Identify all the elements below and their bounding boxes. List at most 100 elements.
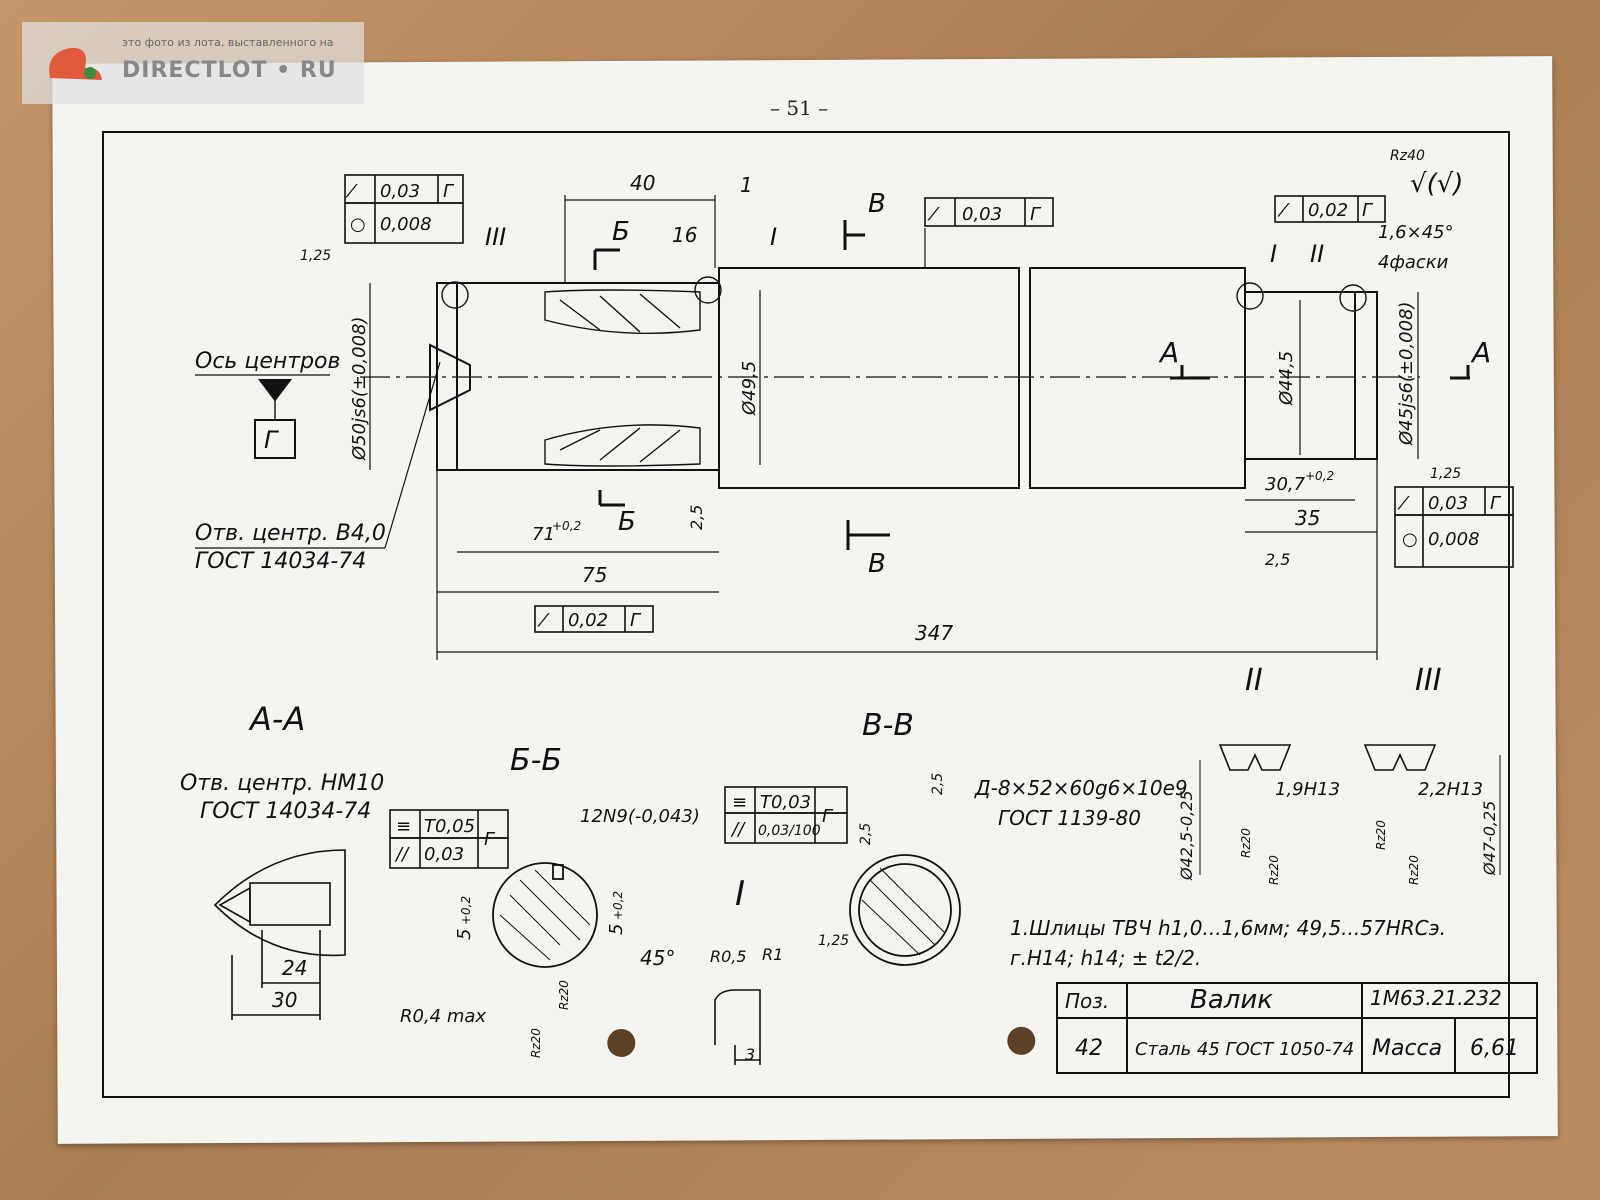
keyway-section: [544, 289, 701, 467]
frame-r-datum1: Г: [1490, 493, 1502, 514]
dim-5-a-tol: +0,2: [459, 896, 473, 925]
center-hole-label: Отв. центр. В4,0: [195, 521, 386, 546]
frame-tl-val1: 0,03: [380, 181, 420, 202]
section-bb-title: Б-Б: [510, 743, 562, 778]
title-material: Сталь 45 ГОСТ 1050-74: [1135, 1039, 1354, 1060]
rz20-b: Rz20: [529, 1028, 543, 1058]
keyway-label: 12N9(-0,043): [580, 806, 700, 827]
rz20-f: Rz20: [1407, 855, 1421, 885]
radius-1: R1: [762, 945, 783, 964]
frame-tr-datum: Г: [1362, 200, 1374, 221]
frame-r-val2: 0,008: [1428, 529, 1480, 550]
frame-tl-sym2: ○: [350, 214, 366, 235]
axis-label: Ось центров: [195, 349, 340, 374]
section-bb-drawing: [492, 862, 598, 968]
frame-r-sym2: ○: [1402, 529, 1418, 550]
diameter-45: Ø45js6(±0,008): [1396, 301, 1417, 446]
datum-letter: Г: [264, 426, 279, 454]
frame-bm-datum: Г: [630, 610, 642, 631]
diameter-495: Ø49,5: [739, 361, 760, 416]
spline-standard: ГОСТ 1139-80: [998, 806, 1141, 830]
chamfer-label: 1,6×45°: [1378, 222, 1454, 243]
frame-tr-val: 0,02: [1308, 200, 1348, 221]
frame-vv-val2: 0,03/100: [758, 823, 821, 839]
frame-r-val1: 0,03: [1428, 493, 1468, 514]
watermark-note: это фото из лота, выставленного на: [122, 36, 334, 49]
dim-125: 1,25: [300, 248, 331, 264]
frame-bb-sym2: //: [394, 844, 410, 865]
dim-5-a: 5: [454, 929, 475, 940]
tolerance-frames: [344, 174, 1514, 869]
cut-label-b-top: Б: [612, 217, 630, 247]
datum-box: [254, 419, 296, 459]
center-hole: [429, 343, 471, 412]
frame-bb-datum: Г: [484, 829, 496, 850]
dim-1: 1: [740, 173, 753, 197]
cut-label-a-right: А: [1470, 336, 1491, 369]
rz20-c: Rz20: [1239, 828, 1253, 858]
chamfer-count: 4фаски: [1378, 252, 1449, 273]
section-vv-drawing: [849, 854, 961, 966]
dimension-lines: [369, 195, 1419, 660]
detail-mark-ii: II: [1310, 240, 1324, 268]
section-aa-hole: Отв. центр. НМ10: [180, 771, 384, 796]
rz20-a: Rz20: [557, 980, 571, 1010]
cut-label-v-top: В: [868, 189, 886, 219]
dim-125-c: 1,25: [818, 933, 849, 949]
dim-3: 3: [745, 1045, 755, 1064]
dim-125-b: 1,25: [1430, 466, 1461, 482]
squirrel-logo-icon: [49, 47, 102, 80]
frame-bm-val: 0,02: [568, 610, 608, 631]
frame-tl-sym1: ⁄: [345, 181, 358, 202]
diameter-445: Ø44,5: [1276, 351, 1297, 406]
radius-05: R0,5: [710, 947, 747, 966]
dim-347: 347: [915, 621, 953, 645]
watermark-brand: DIRECTLOT • RU: [122, 58, 337, 83]
detail-mark-iii: III: [485, 223, 506, 251]
frame-r-sym1: ⁄: [1397, 493, 1410, 514]
roughness-symbol: √(√): [1410, 169, 1463, 199]
detail-i-drawing: [714, 989, 761, 1065]
diameter-425: Ø42,5-0,25: [1177, 790, 1196, 881]
dim-24: 24: [282, 956, 307, 980]
watermark-banner: это фото из лота, выставленного на DIREC…: [22, 22, 364, 104]
dim-307: 30,7: [1265, 474, 1306, 495]
dim-25-b: 2,5: [1265, 550, 1290, 569]
diameter-47: Ø47-0,25: [1480, 801, 1499, 876]
spline-label: Д-8×52×60g6×10e9: [974, 776, 1188, 800]
frame-vv-datum: Г: [822, 806, 834, 827]
groove-22: 2,2H13: [1418, 779, 1483, 800]
dim-35: 35: [1295, 506, 1320, 530]
frame-bb-val2: 0,03: [424, 844, 464, 865]
dim-16: 16: [672, 223, 697, 247]
note-line-1: 1.Шлицы ТВЧ h1,0...1,6мм; 49,5...57HRCэ.: [1010, 916, 1446, 940]
cut-label-v-bottom: В: [868, 549, 886, 579]
section-vv-title: В-В: [862, 708, 914, 743]
detail-ii-title: II: [1245, 663, 1263, 698]
frame-tm-datum: Г: [1030, 204, 1042, 225]
dim-71: 71: [532, 524, 555, 545]
shaft-outline: [360, 267, 1420, 489]
drawing-frame: [102, 131, 1510, 1098]
title-pos: 42: [1075, 1036, 1103, 1061]
detail-mark-i-left: I: [770, 223, 777, 251]
frame-tm-val: 0,03: [962, 204, 1002, 225]
frame-bb-val1: T0,05: [424, 816, 475, 837]
frame-bm-sym: ⁄: [537, 610, 550, 631]
cut-label-b-bottom: Б: [618, 507, 636, 537]
section-aa-drawing: [213, 849, 346, 1020]
frame-vv-val1: T0,03: [760, 792, 811, 813]
frame-tm-sym: ⁄: [927, 204, 940, 225]
cut-marks: [593, 220, 1470, 550]
title-name: Валик: [1190, 985, 1273, 1015]
dim-25-c: 2,5: [930, 773, 946, 795]
dim-25-a: 2,5: [687, 505, 706, 530]
dim-307-tol: +0,2: [1305, 469, 1334, 483]
detail-i-title: I: [735, 874, 745, 914]
frame-tl-datum1: Г: [443, 181, 455, 202]
dim-30: 30: [272, 988, 297, 1012]
title-mass-label: Масса: [1372, 1036, 1442, 1061]
datum-triangle: [258, 379, 292, 402]
detail-iii-drawing: [1363, 744, 1501, 875]
frame-vv-sym1: ≡: [732, 792, 747, 813]
